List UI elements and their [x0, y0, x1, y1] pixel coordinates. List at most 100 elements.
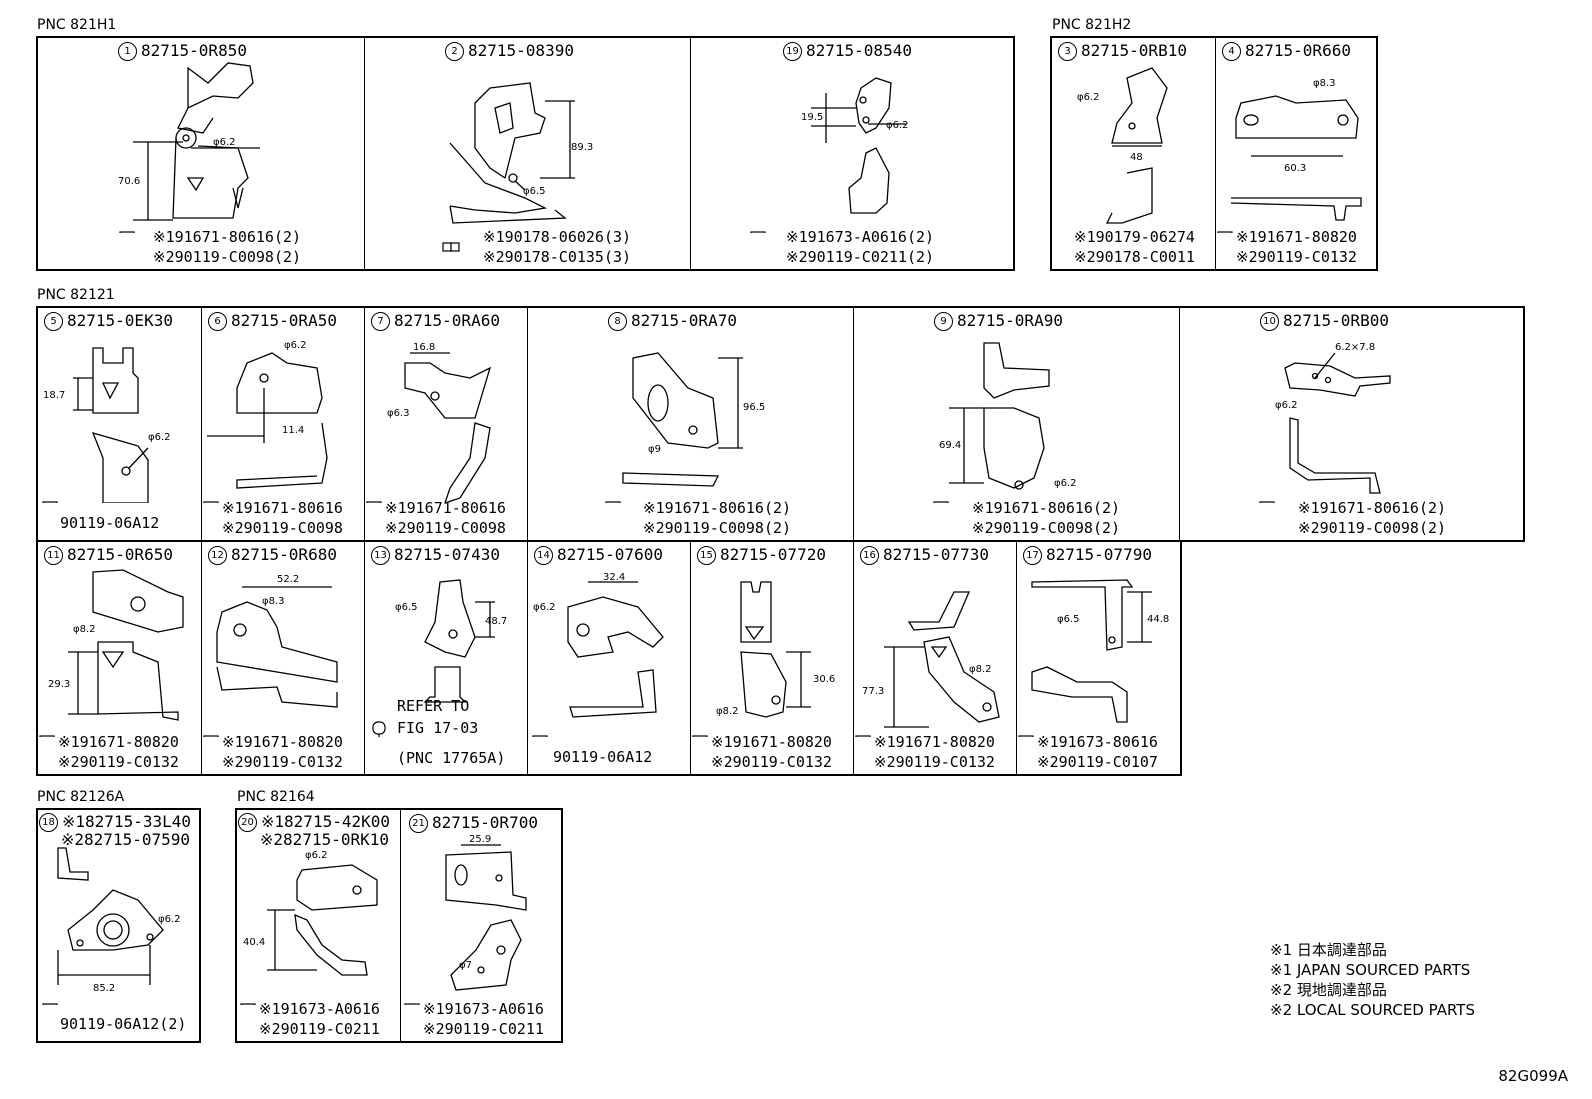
- sourcing-legend: ※1 日本調達部品 ※1 JAPAN SOURCED PARTS ※2 現地調達…: [1270, 940, 1475, 1020]
- dimension-label: φ6.2: [305, 850, 328, 861]
- nut-icon: [442, 242, 460, 252]
- bracket-16-drawing: 77.3 φ8.2: [855, 591, 1000, 737]
- part-cell-20[interactable]: 20※182715-42K00 ※282715-0RK10 φ6.2 40.4 …: [237, 810, 400, 1041]
- group-82164: 20※182715-42K00 ※282715-0RK10 φ6.2 40.4 …: [235, 808, 563, 1043]
- fastener-line-2: ※290119-C0132: [58, 753, 179, 771]
- bracket-20-drawing: φ6.2 40.4: [240, 850, 378, 1005]
- clip-icon: [372, 721, 386, 737]
- callout-number: 12: [208, 546, 227, 565]
- part-number: 82715-0R680: [231, 545, 337, 564]
- part-number: 82715-08390: [468, 41, 574, 60]
- dimension-label: 40.4: [243, 937, 265, 948]
- part-number: 82715-0RA70: [631, 311, 737, 330]
- bracket-15-drawing: 30.6 φ8.2: [692, 581, 835, 737]
- callout-number: 1: [118, 42, 137, 61]
- dimension-label: 60.3: [1284, 163, 1306, 174]
- bolt-icon: [119, 231, 135, 233]
- bracket-11-drawing: φ8.2 29.3: [39, 569, 184, 737]
- part-number: 82715-0RA60: [394, 311, 500, 330]
- dimension-label: φ8.2: [73, 624, 96, 635]
- callout-number: 14: [534, 546, 553, 565]
- dimension-label: 16.8: [413, 342, 435, 353]
- legend-line: ※2 現地調達部品: [1270, 981, 1387, 999]
- bracket-9-drawing: 69.4 φ6.2: [933, 342, 1077, 503]
- fastener-line-2: ※290119-C0098: [385, 519, 506, 537]
- callout-number: 17: [1023, 546, 1042, 565]
- bracket-3-drawing: φ6.2 48: [1077, 67, 1168, 224]
- fastener-line-2: ※290119-C0132: [874, 753, 995, 771]
- fastener-line-2: ※290178-C0135(3): [483, 248, 632, 266]
- part-number: 82715-07600: [557, 545, 663, 564]
- fastener-line-1: ※190178-06026(3): [483, 228, 632, 246]
- part-number: 82715-0EK30: [67, 311, 173, 330]
- bracket-10-drawing: 6.2×7.8 φ6.2: [1259, 342, 1391, 503]
- bolt-icon: [532, 735, 548, 737]
- dimension-label: 44.8: [1147, 614, 1169, 625]
- part-number-alt: ※282715-07590: [61, 830, 190, 849]
- bracket-17-drawing: 44.8 φ6.5: [1018, 579, 1169, 737]
- dimension-label: 32.4: [603, 572, 625, 583]
- dimension-label: φ6.2: [886, 120, 909, 131]
- pnc-821h1-label: PNC 821H1: [37, 17, 117, 33]
- fastener-line-1: ※191671-80820: [1236, 228, 1357, 246]
- dimension-label: 77.3: [862, 686, 884, 697]
- part-number: 82715-07790: [1046, 545, 1152, 564]
- pnc-82121-label: PNC 82121: [37, 287, 115, 303]
- part-number: 82715-0RA90: [957, 311, 1063, 330]
- part-number: 82715-0RB00: [1283, 311, 1389, 330]
- bracket-21-drawing: 25.9 φ7: [404, 834, 527, 1005]
- bolt-icon: [39, 735, 55, 737]
- callout-number: 19: [783, 42, 802, 61]
- fastener-line-2: ※290119-C0098(2): [153, 248, 302, 266]
- part-cell-18[interactable]: 18※182715-33L40 ※282715-07590 φ6.2 85.2 …: [38, 810, 201, 1041]
- bracket-13-drawing: φ6.5 48.7: [372, 579, 507, 737]
- dimension-label: φ6.5: [1057, 614, 1080, 625]
- bolt-icon: [42, 1003, 58, 1005]
- part-number-alt: ※282715-0RK10: [260, 830, 389, 849]
- dimension-label: φ8.3: [262, 596, 285, 607]
- fastener-line-1: ※191671-80820: [222, 733, 343, 751]
- callout-number: 5: [44, 312, 63, 331]
- fastener-line-1: ※191671-80820: [874, 733, 995, 751]
- fastener-line-1: ※191671-80616(2): [972, 499, 1121, 517]
- dimension-label: 11.4: [282, 425, 304, 436]
- part-number: 82715-0RA50: [231, 311, 337, 330]
- dimension-label: φ7: [459, 960, 472, 971]
- fastener-line-1: ※191671-80616(2): [1298, 499, 1447, 517]
- part-number: 82715-0RB10: [1081, 41, 1187, 60]
- fastener-line-1: ※191673-A0616: [259, 1000, 380, 1018]
- reference-line-2: FIG 17-03: [397, 719, 479, 737]
- part-number: 82715-07730: [883, 545, 989, 564]
- reference-line-1: REFER TO: [397, 697, 470, 715]
- bracket-2-drawing: 89.3 φ6.5: [442, 82, 593, 252]
- bolt-icon: [855, 735, 871, 737]
- callout-number: 11: [44, 546, 63, 565]
- dimension-label: 6.2×7.8: [1335, 342, 1375, 353]
- pnc-821h2-label: PNC 821H2: [1052, 17, 1132, 33]
- dimension-label: φ6.3: [387, 408, 410, 419]
- legend-line: ※2 LOCAL SOURCED PARTS: [1270, 1001, 1475, 1019]
- fastener-line-2: ※290119-C0098: [222, 519, 343, 537]
- bracket-12-drawing: 52.2 φ8.3: [203, 574, 338, 737]
